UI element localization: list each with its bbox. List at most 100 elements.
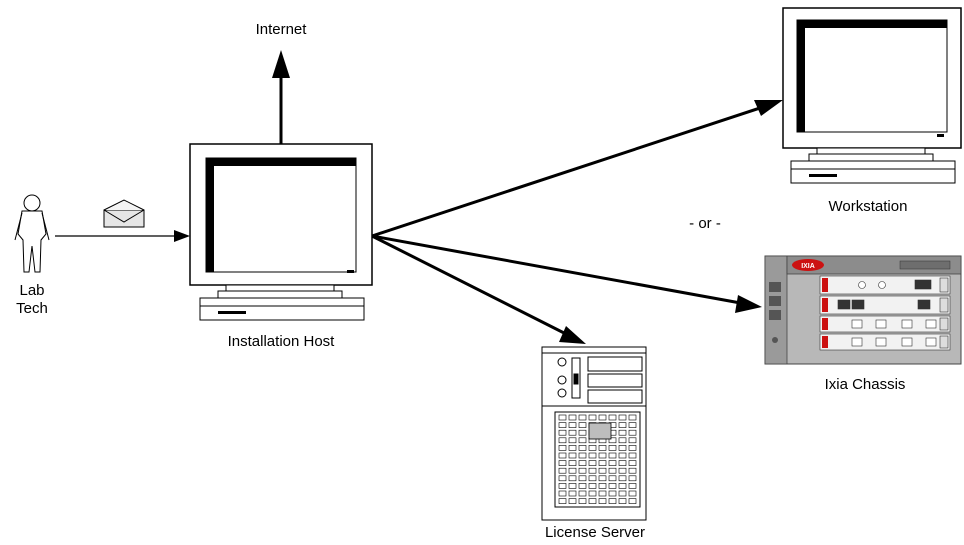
license-server-vent-grid: [558, 414, 637, 504]
vent-cell: [588, 452, 597, 459]
vent-cell: [578, 414, 587, 421]
vent-cell: [628, 498, 637, 504]
vent-cell: [588, 483, 597, 489]
vent-cell: [618, 483, 627, 489]
vent-cell: [568, 437, 577, 444]
arrow-to-license-server: [371, 234, 571, 338]
connectors: [272, 50, 783, 344]
vent-cell: [608, 460, 617, 466]
vent-cell: [588, 460, 597, 466]
vent-cell: [578, 475, 587, 482]
vent-cell: [578, 460, 587, 466]
vent-cell: [618, 460, 627, 466]
server-badge: [588, 422, 612, 440]
vent-cell: [618, 452, 627, 459]
vent-cell: [608, 475, 617, 482]
vent-cell: [608, 483, 617, 489]
vent-cell: [618, 422, 627, 428]
vent-cell: [568, 445, 577, 451]
ixia-logo-text: IXIA: [801, 263, 815, 270]
vent-cell: [588, 467, 597, 474]
vent-cell: [588, 490, 597, 497]
vent-cell: [608, 445, 617, 451]
vent-cell: [628, 445, 637, 451]
arrow-to-license-server-head: [559, 326, 586, 344]
arrow-to-internet-head: [272, 50, 290, 78]
vent-cell: [568, 467, 577, 474]
vent-cell: [608, 437, 617, 444]
vent-cell: [558, 437, 567, 444]
vent-cell: [568, 460, 577, 466]
vent-cell: [628, 414, 637, 421]
vent-cell: [558, 467, 567, 474]
vent-cell: [618, 475, 627, 482]
vent-cell: [608, 414, 617, 421]
vent-cell: [568, 483, 577, 489]
vent-cell: [568, 490, 577, 497]
workstation-computer-icon: [782, 7, 962, 184]
or-separator-label: - or -: [689, 215, 721, 232]
vent-cell: [608, 452, 617, 459]
vent-cell: [628, 422, 637, 428]
lab-tech-label-line2: Tech: [16, 300, 48, 317]
vent-cell: [558, 483, 567, 489]
vent-cell: [568, 452, 577, 459]
vent-cell: [618, 467, 627, 474]
vent-cell: [558, 498, 567, 504]
workstation-label: Workstation: [828, 198, 908, 215]
arrow-to-workstation-head: [754, 100, 783, 116]
vent-cell: [618, 429, 627, 436]
vent-cell: [598, 490, 607, 497]
vent-cell: [598, 445, 607, 451]
vent-cell: [618, 414, 627, 421]
internet-label: Internet: [255, 21, 307, 38]
vent-cell: [608, 467, 617, 474]
vent-cell: [628, 475, 637, 482]
vent-cell: [628, 437, 637, 444]
vent-cell: [558, 475, 567, 482]
vent-cell: [618, 445, 627, 451]
installation-host-label: Installation Host: [227, 333, 335, 350]
vent-cell: [578, 429, 587, 436]
vent-cell: [578, 437, 587, 444]
vent-cell: [558, 414, 567, 421]
vent-cell: [568, 414, 577, 421]
vent-cell: [578, 445, 587, 451]
license-server-label: License Server: [544, 524, 646, 541]
vent-cell: [578, 467, 587, 474]
vent-cell: [588, 498, 597, 504]
vent-cell: [578, 490, 587, 497]
vent-cell: [628, 467, 637, 474]
vent-cell: [608, 498, 617, 504]
vent-cell: [608, 490, 617, 497]
vent-cell: [628, 452, 637, 459]
vent-cell: [598, 414, 607, 421]
vent-cell: [618, 490, 627, 497]
vent-cell: [578, 498, 587, 504]
vent-cell: [578, 452, 587, 459]
envelope-icon: [103, 199, 145, 228]
ixia-logo: [792, 259, 824, 271]
vent-cell: [628, 429, 637, 436]
vent-cell: [598, 460, 607, 466]
chassis-card-slots: [819, 275, 951, 351]
lab-tech-label-line1: Lab: [19, 282, 45, 299]
vent-cell: [568, 429, 577, 436]
installation-host-computer-icon: [189, 143, 373, 321]
ixia-chassis-icon: IXIA: [764, 255, 962, 365]
arrow-lab-tech-to-host-head: [174, 230, 190, 242]
arrow-to-ixia-chassis-head: [735, 295, 762, 313]
monitor-screen: [205, 157, 357, 273]
vent-cell: [588, 414, 597, 421]
monitor-stand: [225, 284, 335, 292]
desktop-base: [199, 297, 365, 321]
arrow-to-ixia-chassis: [371, 234, 747, 306]
vent-cell: [598, 483, 607, 489]
vent-cell: [598, 467, 607, 474]
vent-cell: [558, 452, 567, 459]
vent-cell: [628, 490, 637, 497]
vent-cell: [588, 475, 597, 482]
vent-cell: [558, 422, 567, 428]
vent-cell: [598, 498, 607, 504]
